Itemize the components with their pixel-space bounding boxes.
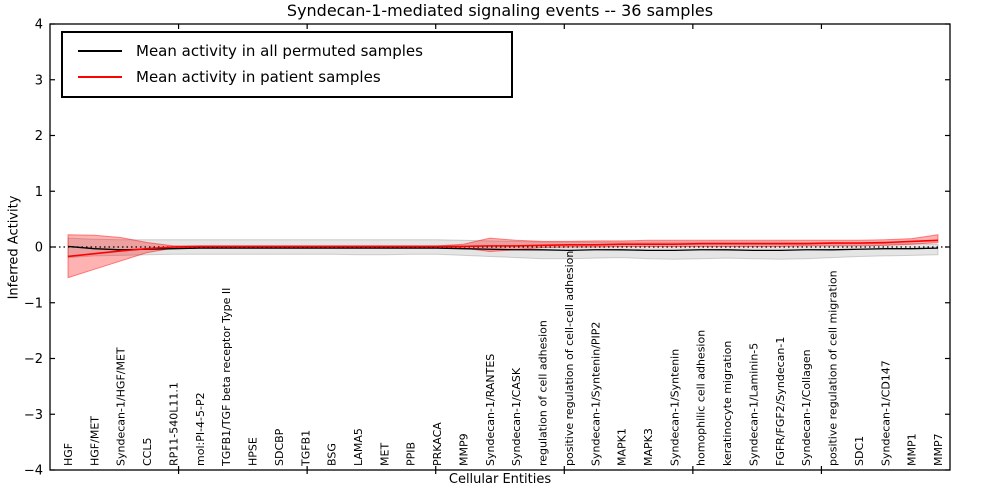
- legend: Mean activity in all permuted samples Me…: [61, 31, 513, 98]
- x-tick-label: Syndecan-1/RANTES: [484, 354, 497, 466]
- y-axis-label: Inferred Activity: [6, 195, 22, 300]
- legend-entry-patient: Mean activity in patient samples: [63, 64, 511, 90]
- x-axis-label: Cellular Entities: [448, 472, 552, 487]
- x-tick-label: PPIB: [405, 442, 418, 466]
- patient-mean-line: [67, 239, 939, 258]
- x-tick-label: SDC1: [853, 436, 866, 466]
- x-tick-label: MAPK3: [642, 428, 655, 466]
- x-tick-label: BSG: [326, 443, 339, 466]
- x-tick-label: PRKACA: [431, 422, 444, 466]
- patient-line-swatch: [78, 76, 122, 78]
- x-tick-label: positive regulation of cell migration: [827, 270, 840, 466]
- permuted-line-swatch: [78, 50, 122, 52]
- x-tick-label: mol:PI-4-5-P2: [194, 392, 207, 466]
- y-tick-label: 2: [35, 129, 43, 144]
- x-tick-label: SDCBP: [273, 428, 286, 466]
- x-tick-label: Syndecan-1/Syntenin/PIP2: [589, 322, 602, 466]
- x-tick-label: HPSE: [247, 437, 260, 466]
- x-tick-label: regulation of cell adhesion: [537, 320, 550, 466]
- x-tick-label: TGFB1/TGF beta receptor Type II: [220, 288, 233, 467]
- y-tick-label: −1: [24, 296, 43, 311]
- x-tick-label: homophilic cell adhesion: [695, 330, 708, 466]
- x-tick-label: HGF: [62, 443, 75, 466]
- y-tick-label: −2: [24, 352, 43, 367]
- legend-entry-permuted: Mean activity in all permuted samples: [63, 38, 511, 64]
- x-tick-label: FGFR/FGF2/Syndecan-1: [774, 337, 787, 466]
- x-tick-label: Syndecan-1/Collagen: [800, 349, 813, 466]
- x-tick-label: CCL5: [141, 438, 154, 467]
- y-tick-label: −3: [24, 408, 43, 423]
- y-tick-label: −4: [24, 464, 43, 479]
- x-tick-label: Syndecan-1/HGF/MET: [115, 347, 128, 466]
- x-tick-label: LAMA5: [352, 428, 365, 466]
- x-tick-label: RP11-540L11.1: [167, 382, 180, 466]
- chart-title: Syndecan-1-mediated signaling events -- …: [286, 1, 714, 20]
- y-tick-label: 1: [35, 185, 43, 200]
- x-tick-label: Syndecan-1/CASK: [510, 367, 523, 466]
- x-tick-label: MAPK1: [616, 428, 629, 466]
- x-tick-label: MMP1: [906, 433, 919, 466]
- x-tick-label: Syndecan-1/Laminin-5: [747, 343, 760, 466]
- x-tick-label: MMP9: [457, 433, 470, 466]
- x-tick-label: Syndecan-1/CD147: [879, 360, 892, 466]
- x-tick-label: keratinocyte migration: [721, 341, 734, 466]
- x-tick-label: HGF/MET: [88, 416, 101, 466]
- y-tick-label: 0: [35, 241, 43, 256]
- y-tick-label: 3: [35, 73, 43, 88]
- permuted-mean-line: [67, 245, 939, 251]
- x-tick-label: positive regulation of cell-cell adhesio…: [563, 251, 576, 466]
- legend-label-permuted: Mean activity in all permuted samples: [136, 42, 423, 60]
- legend-label-patient: Mean activity in patient samples: [136, 68, 381, 86]
- x-tick-label: Syndecan-1/Syntenin: [668, 349, 681, 466]
- x-tick-label: MMP7: [932, 433, 945, 466]
- x-tick-label: TGFB1: [299, 430, 312, 467]
- y-tick-label: 4: [35, 18, 43, 33]
- x-tick-label: MET: [378, 443, 391, 466]
